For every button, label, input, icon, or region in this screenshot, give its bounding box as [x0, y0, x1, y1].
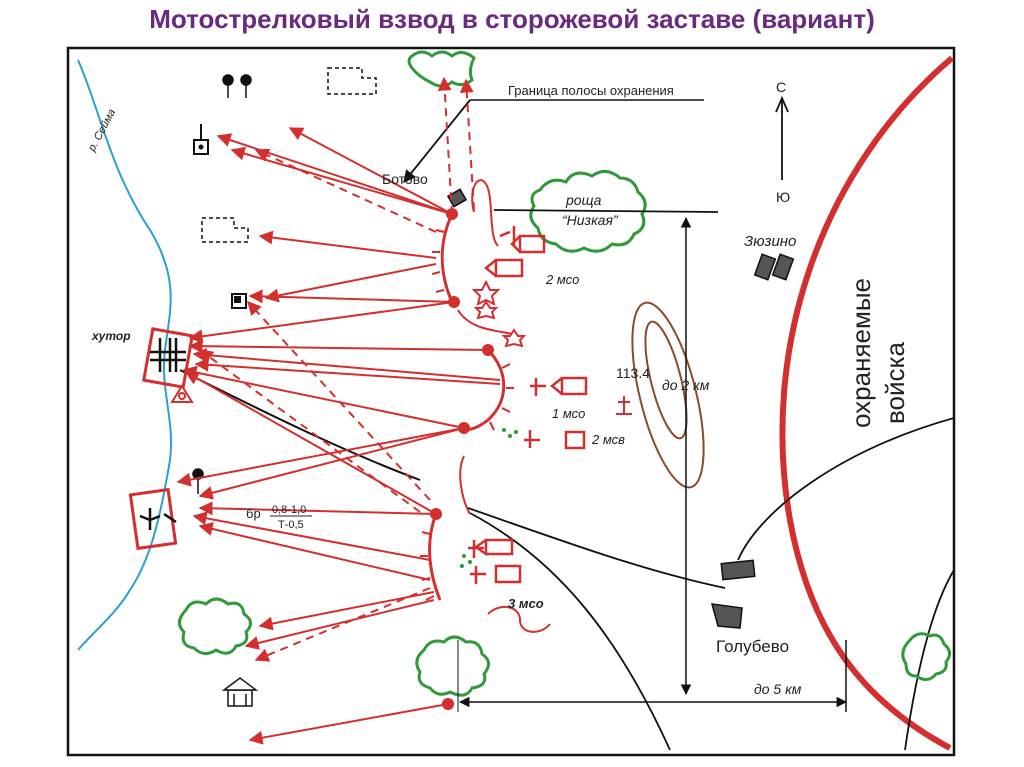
position-hatches: [420, 229, 514, 601]
squad-1-label: 1 мсо: [552, 406, 585, 421]
settlement-zyuzino: [753, 253, 795, 281]
square-object-icon: [231, 293, 247, 309]
fire-sectors-solid: [176, 127, 501, 745]
house-icon: [221, 677, 259, 707]
tree-icon: [192, 468, 204, 494]
landmark-cross-icon: [616, 396, 632, 415]
building-outline-left: [201, 217, 249, 243]
map-frame: [66, 46, 956, 757]
squad-2msv-label: 2 мсв: [591, 432, 625, 447]
ford-label: бр: [246, 506, 261, 521]
outpost-markers: [460, 428, 518, 568]
road-5: [179, 369, 421, 481]
boundary-line: [493, 209, 719, 213]
guarded-troops-line1: охраняемые: [846, 278, 876, 428]
guarded-troops-boundary: [779, 55, 954, 751]
river-label: р. Сейма: [86, 107, 119, 154]
ford-frame: [128, 487, 178, 551]
height-label: 113.4: [616, 365, 650, 381]
forest-bottom: [415, 635, 490, 697]
guarded-troops-line2: войска: [880, 342, 910, 424]
platoon-position-2: [463, 348, 506, 432]
trees-icon: [222, 74, 252, 98]
platoon-position-1: [440, 213, 454, 303]
ford-bottom-label: Т-0,5: [278, 519, 304, 531]
compass-north-label: С: [776, 79, 786, 95]
khutor-frame: [142, 327, 194, 389]
grove-label-line1: роща: [565, 192, 602, 208]
compass-south-label: Ю: [776, 189, 790, 205]
bridge-icon: [150, 338, 186, 372]
settlement-golubevo: [710, 559, 756, 629]
road-4: [904, 569, 954, 751]
forest-top: [407, 50, 476, 88]
dist-5km-label: до 5 км: [754, 681, 802, 697]
squad-3-label: 3 мсо: [508, 596, 544, 611]
grove-label-line2: “Низкая”: [562, 212, 619, 228]
forest-left: [178, 597, 252, 655]
observation-post-icon: [170, 384, 194, 403]
compass-icon: [775, 95, 789, 180]
building-outline-top: [327, 67, 377, 95]
road-2: [467, 511, 671, 751]
road-3: [737, 417, 954, 561]
vehicle-symbols: [473, 234, 588, 584]
sentry-star-icons: [471, 279, 527, 348]
road-1: [467, 507, 726, 589]
tower-icon: [193, 124, 209, 155]
zyuzino-label: Зюзино: [744, 233, 796, 250]
khutor-label: хутор: [91, 329, 131, 343]
page-title: Мотострелковый взвод в сторожевой застав…: [149, 4, 875, 34]
weapon-symbols: [468, 226, 546, 584]
forest-nizkaya: [529, 170, 647, 253]
river-line: [77, 59, 172, 651]
platoon-position-3: [428, 513, 442, 601]
squad-2-label: 2 мсо: [545, 272, 579, 287]
boundary-leader: [403, 99, 471, 183]
village-botvo-label: Ботово: [382, 171, 428, 187]
ford-icon: [139, 508, 177, 530]
observer-hooks: [457, 179, 551, 633]
forest-right: [901, 632, 951, 681]
boundary-label: Граница полосы охранения: [508, 83, 674, 98]
golubevo-label: Голубево: [716, 637, 789, 656]
ford-depth-label: 0,8-1,0: [272, 504, 306, 516]
dist-2km-label: до 2 км: [662, 377, 710, 393]
hill-contour: [631, 301, 705, 489]
settlement-botvo: [446, 188, 468, 208]
